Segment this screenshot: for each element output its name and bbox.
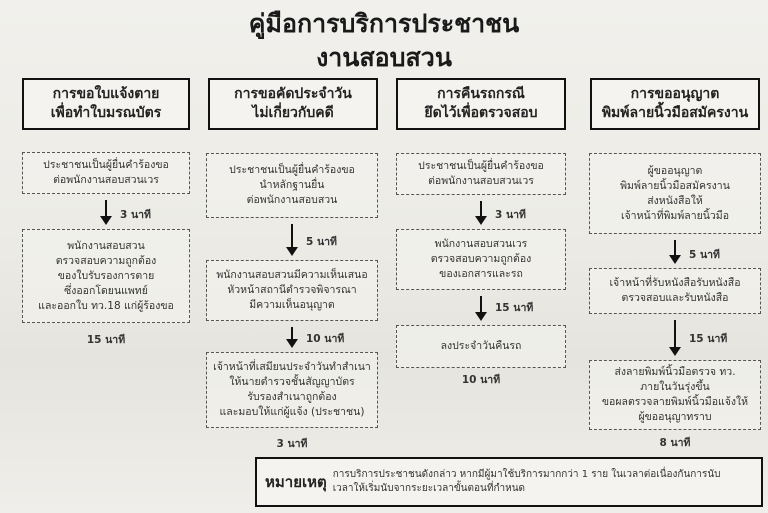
page-subtitle: งานสอบสวน (316, 43, 452, 72)
step-box: พนักงานสอบสวนตรวจสอบความถูกต้องของใบรับร… (22, 229, 190, 323)
step-line: หัวหน้าสถานีตำรวจพิจารณา (227, 284, 357, 296)
step-duration: 5 นาที (689, 249, 720, 261)
step-box: ส่งลายพิมพ์นิ้วมือตรวจ ทว. ภายในวันรุ่งขึ… (589, 360, 761, 430)
step-line: ขอผลตรวจลายพิมพ์นิ้วมือแจ้งให้ (601, 396, 749, 408)
step-duration: 5 นาที (306, 236, 337, 248)
note-text: การบริการประชาชนดังกล่าว หากมีผู้มาใช้บร… (333, 468, 721, 496)
down-arrow-icon (286, 327, 298, 348)
step-line: ผู้ขออนุญาทราบ (638, 411, 712, 423)
step-line: เจ้าหน้าที่เสมียนประจำวันทำสำเนา (213, 361, 371, 373)
header-line: การคืนรถกรณี (437, 86, 525, 102)
step-line: มีความเห็นอนุญาต (249, 299, 335, 311)
step-line: พนักงานสอบสวนมีความเห็นเสนอ (216, 269, 368, 281)
note-line: การบริการประชาชนดังกล่าว หากมีผู้มาใช้บร… (332, 469, 721, 480)
column-header: การขอใบแจ้งตายเพื่อทำใบมรณบัตร (22, 78, 190, 130)
header-line: เพื่อทำใบมรณบัตร (50, 105, 162, 121)
step-line: เจ้าหน้าที่พิมพ์ลายนิ้วมือ (620, 209, 730, 222)
step-line: รับรองสำเนาถูกต้อง (247, 391, 337, 403)
column-header: การขออนุญาตพิมพ์ลายนิ้วมือสมัครงาน (590, 78, 760, 130)
column-header: การขอคัดประจำวันไม่เกี่ยวกับคดี (208, 78, 378, 130)
step-line: เจ้าหน้าที่รับหนังสือรับหนังสือ (609, 277, 741, 289)
header-line: พิมพ์ลายนิ้วมือสมัครงาน (601, 105, 749, 121)
step-duration: 8 นาที (659, 437, 691, 449)
step-line: พนักงานสอบสวนเวร (434, 238, 528, 250)
step-duration: 3 นาที (120, 209, 151, 221)
step-line: ให้นายตำรวจชั้นสัญญาบัตร (229, 376, 355, 388)
step-line: ต่อพนักงานสอบสวนเวร (53, 174, 159, 186)
header-line: การขออนุญาต (630, 86, 720, 102)
header-line: การขอใบแจ้งตาย (52, 86, 160, 102)
step-line: และออกใบ ทว.18 แก่ผู้ร้องขอ (38, 299, 174, 312)
step-line: นำหลักฐานยื่น (259, 179, 325, 191)
step-line: ของใบรับรองการตาย (57, 269, 155, 282)
step-box: พนักงานสอบสวนเวรตรวจสอบความถูกต้องของเอก… (396, 229, 566, 290)
step-line: ภายในวันรุ่งขึ้น (640, 381, 710, 393)
step-line: ตรวจสอบความถูกต้อง (55, 254, 157, 267)
page-title: คู่มือการบริการประชาชน (248, 9, 520, 38)
step-line: ตรวจสอบและรับหนังสือ (621, 292, 729, 304)
step-box: พนักงานสอบสวนมีความเห็นเสนอหัวหน้าสถานีต… (206, 260, 378, 321)
down-arrow-icon (475, 296, 487, 321)
step-line: ของเอกสารและรถ (439, 268, 523, 280)
step-box: ประชาชนเป็นผู้ยื่นคำร้องขอนำหลักฐานยื่นต… (206, 153, 378, 218)
down-arrow-icon (669, 240, 681, 264)
step-line: ตรวจสอบความถูกต้อง (430, 253, 532, 265)
step-line: ประชาชนเป็นผู้ยื่นคำร้องขอ (229, 164, 355, 176)
step-line: พิมพ์ลายนิ้วมือสมัครงาน (620, 179, 730, 192)
step-box: เจ้าหน้าที่เสมียนประจำวันทำสำเนาให้นายตำ… (206, 352, 378, 428)
down-arrow-icon (100, 200, 112, 225)
step-line: ซึ่งออกโดยนแพทย์ (64, 284, 148, 297)
column-header: การคืนรถกรณียึดไว้เพื่อตรวจสอบ (396, 78, 566, 130)
note-line: เวลาให้เริ่มนับจากระยะเวลาขั้นตอนที่กำหน… (332, 483, 526, 494)
step-line: ลงประจำวันคืนรถ (440, 340, 522, 352)
step-line: และมอบให้แก่ผู้แจ้ง (ประชาชน) (219, 406, 365, 418)
note-box: หมายเหตุ การบริการประชาชนดังกล่าว หากมีผ… (255, 457, 763, 507)
step-box: ประชาชนเป็นผู้ยื่นคำร้องขอต่อพนักงานสอบส… (22, 152, 190, 194)
step-line: ส่งหนังสือให้ (647, 194, 703, 207)
step-duration: 15 นาที (86, 334, 126, 346)
step-line: ต่อพนักงานสอบสวน (246, 194, 338, 206)
step-line: ผู้ขออนุญาต (647, 164, 703, 177)
step-box: เจ้าหน้าที่รับหนังสือรับหนังสือตรวจสอบแล… (589, 268, 761, 314)
header-line: ไม่เกี่ยวกับคดี (252, 105, 334, 121)
step-line: ต่อพนักงานสอบสวนเวร (428, 175, 534, 187)
step-duration: 3 นาที (276, 438, 308, 450)
step-duration: 15 นาที (689, 333, 728, 345)
note-label: หมายเหตุ (265, 473, 327, 491)
step-line: ประชาชนเป็นผู้ยื่นคำร้องขอ (43, 159, 169, 171)
header-line: การขอคัดประจำวัน (234, 86, 352, 102)
step-line: ประชาชนเป็นผู้ยื่นคำร้องขอ (418, 160, 544, 172)
step-box: ผู้ขออนุญาตพิมพ์ลายนิ้วมือสมัครงานส่งหนั… (589, 153, 761, 234)
step-line: พนักงานสอบสวน (67, 239, 145, 252)
step-duration: 3 นาที (495, 209, 526, 221)
down-arrow-icon (475, 201, 487, 225)
down-arrow-icon (669, 320, 681, 356)
header-line: ยึดไว้เพื่อตรวจสอบ (424, 105, 538, 121)
step-box: ประชาชนเป็นผู้ยื่นคำร้องขอต่อพนักงานสอบส… (396, 153, 566, 195)
down-arrow-icon (286, 224, 298, 256)
step-duration: 10 นาที (461, 374, 501, 386)
step-duration: 15 นาที (495, 302, 534, 314)
step-line: ส่งลายพิมพ์นิ้วมือตรวจ ทว. (614, 366, 736, 378)
step-box: ลงประจำวันคืนรถ (396, 325, 566, 368)
step-duration: 10 นาที (306, 333, 345, 345)
